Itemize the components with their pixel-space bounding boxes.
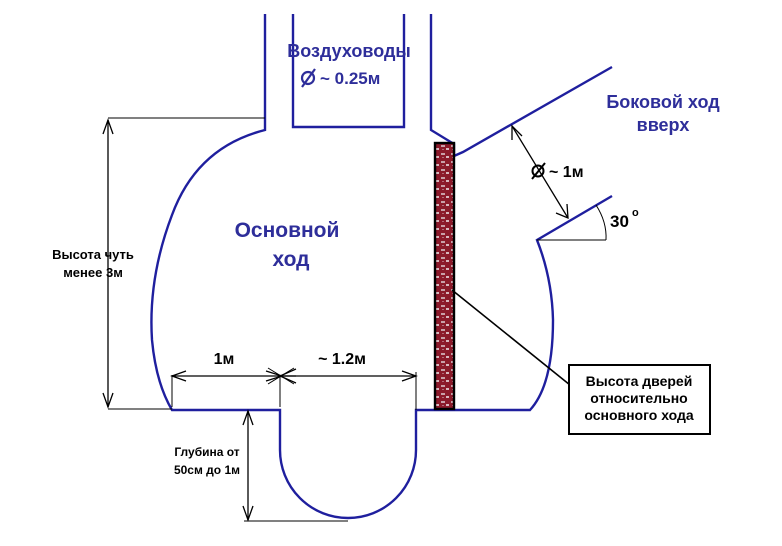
width-pit-label: ~ 1.2м: [318, 351, 366, 368]
diameter-icon: [300, 68, 316, 88]
side-passage-line2: вверх: [637, 115, 690, 135]
side-diameter-label: ~ 1м: [549, 164, 584, 181]
width-tick-b: [267, 367, 295, 385]
angle-label: 30: [610, 212, 629, 231]
door-note-line2: относительно: [590, 390, 687, 406]
depth-arrow-top: [242, 409, 254, 426]
width-pit-arrow-end: [401, 370, 418, 382]
depth-arrow-bottom: [242, 505, 254, 522]
depth-label-line2: 50см до 1м: [174, 463, 240, 477]
main-passage-line1: Основной: [235, 219, 340, 242]
main-passage-line2: ход: [272, 248, 309, 271]
width-left-label: 1м: [214, 351, 235, 368]
height-label-line2: менее 3м: [63, 265, 123, 280]
height-arrow-bottom: [102, 392, 114, 409]
height-label-line1: Высота чуть: [52, 247, 134, 262]
door-leader-line: [451, 289, 571, 386]
door-note-line3: основного хода: [584, 407, 694, 423]
width-left-arrow-start: [170, 370, 187, 382]
depth-label-line1: Глубина от: [174, 445, 239, 459]
side-diameter-line: [511, 125, 569, 219]
height-arrow-top: [102, 118, 114, 135]
side-diameter-arrow-top: [511, 124, 523, 140]
air-ducts-outline: [291, 14, 406, 129]
door-note-box: [568, 364, 711, 435]
side-diameter-arrow-bottom: [555, 203, 569, 220]
diameter-icon: [531, 162, 546, 180]
side-passage-line1: Боковой ход: [606, 92, 720, 112]
door-note-line1: Высота дверей: [586, 373, 693, 389]
ducts-diameter: ~ 0.25м: [320, 69, 380, 88]
angle-arc: [595, 204, 607, 241]
door: [433, 141, 456, 411]
main-chamber-outline: [150, 14, 613, 520]
ducts-title: Воздуховоды: [287, 41, 411, 61]
angle-unit: o: [632, 207, 639, 219]
